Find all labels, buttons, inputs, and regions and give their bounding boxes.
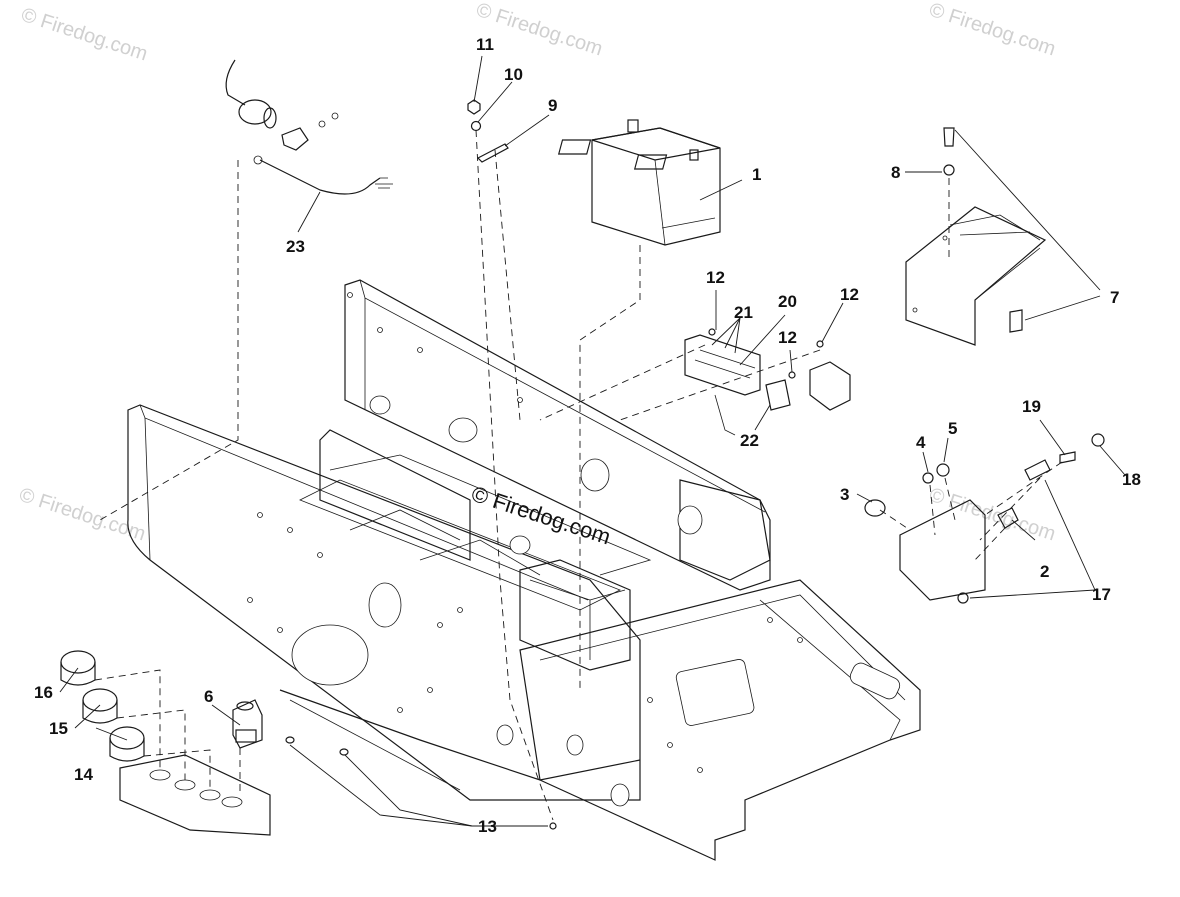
callout-6: 6 [204,687,213,706]
callout-19: 19 [1022,397,1041,416]
part-plugs [285,736,557,830]
part-terminal-block [684,328,851,436]
watermark-top-left: © Firedog.com [18,4,150,66]
part-cable-assembly [225,59,393,195]
leader-lines [59,55,1126,827]
callout-3: 3 [840,485,849,504]
callout-1: 1 [752,165,761,184]
callout-18: 18 [1122,470,1141,489]
callout-11: 11 [476,35,494,54]
part-battery [557,119,721,246]
callout-9: 9 [548,96,557,115]
callout-2: 2 [1040,562,1049,581]
callout-12-b: 12 [778,328,797,347]
callout-13: 13 [478,817,497,836]
callout-labels: 1 2 3 4 5 6 7 8 9 10 11 12 12 12 13 14 1… [34,35,1141,836]
part-switch-panel [864,433,1105,604]
part-gauges [60,650,271,836]
callout-15: 15 [49,719,68,738]
callout-8: 8 [891,163,900,182]
frame-small-holes [247,292,803,773]
callout-12-c: 12 [840,285,859,304]
watermark-mid-right: © Firedog.com [926,484,1058,546]
callout-20: 20 [778,292,797,311]
callout-21: 21 [734,303,753,322]
callout-12-a: 12 [706,268,725,287]
callout-22: 22 [740,431,759,450]
callout-5: 5 [948,419,957,438]
callout-4: 4 [916,433,926,452]
part-strap-hardware [467,99,509,163]
callout-10: 10 [504,65,523,84]
main-frame [127,279,921,861]
frame-left-rail [127,404,641,801]
callout-16: 16 [34,683,53,702]
callout-23: 23 [286,237,305,256]
assembly-lines [94,129,1063,821]
part-key-switch [232,699,263,749]
callout-17: 17 [1092,585,1111,604]
watermark-top-right: © Firedog.com [926,0,1058,60]
callout-7: 7 [1110,288,1119,307]
frame-right-rail [519,579,921,861]
background-watermarks: © Firedog.com © Firedog.com © Firedog.co… [16,0,1058,545]
callout-14: 14 [74,765,93,784]
frame-rear-panel [344,279,771,591]
part-battery-bracket [905,127,1047,346]
